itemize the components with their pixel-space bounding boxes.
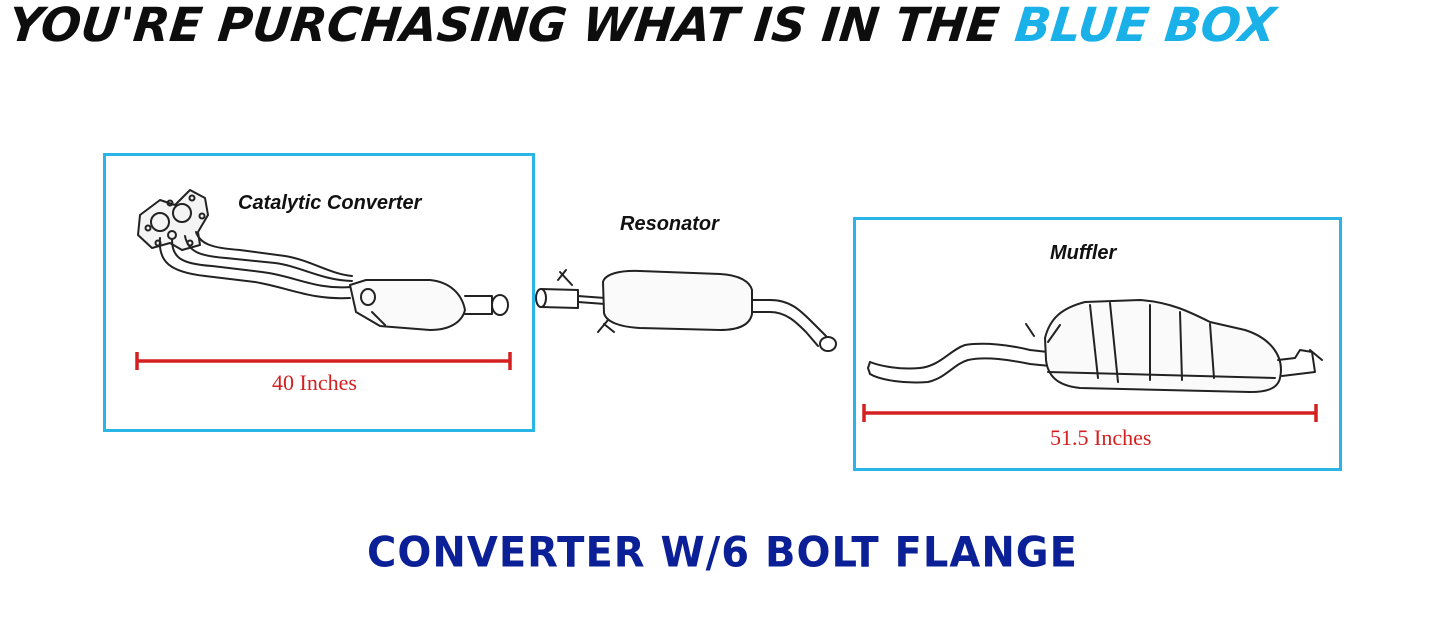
resonator-label: Resonator xyxy=(620,213,719,235)
resonator-icon xyxy=(535,269,837,352)
catalytic-converter-label: Catalytic Converter xyxy=(238,192,422,214)
muffler-label: Muffler xyxy=(1050,242,1117,264)
muffler-blue-box xyxy=(853,217,1342,471)
muffler-length: 51.5 Inches xyxy=(1050,425,1152,450)
converter-blue-box xyxy=(103,153,535,432)
converter-measure-line xyxy=(135,352,512,370)
converter-length: 40 Inches xyxy=(272,370,357,395)
footer-caption: CONVERTER W/6 BOLT FLANGE xyxy=(367,528,1078,578)
six-bolt-flange-icon xyxy=(137,189,209,251)
measure-lines xyxy=(135,352,1318,422)
muffler-icon xyxy=(867,299,1323,393)
converter-body-icon xyxy=(349,279,509,331)
downpipe-icon xyxy=(158,231,353,300)
muffler-measure-line xyxy=(862,404,1318,422)
